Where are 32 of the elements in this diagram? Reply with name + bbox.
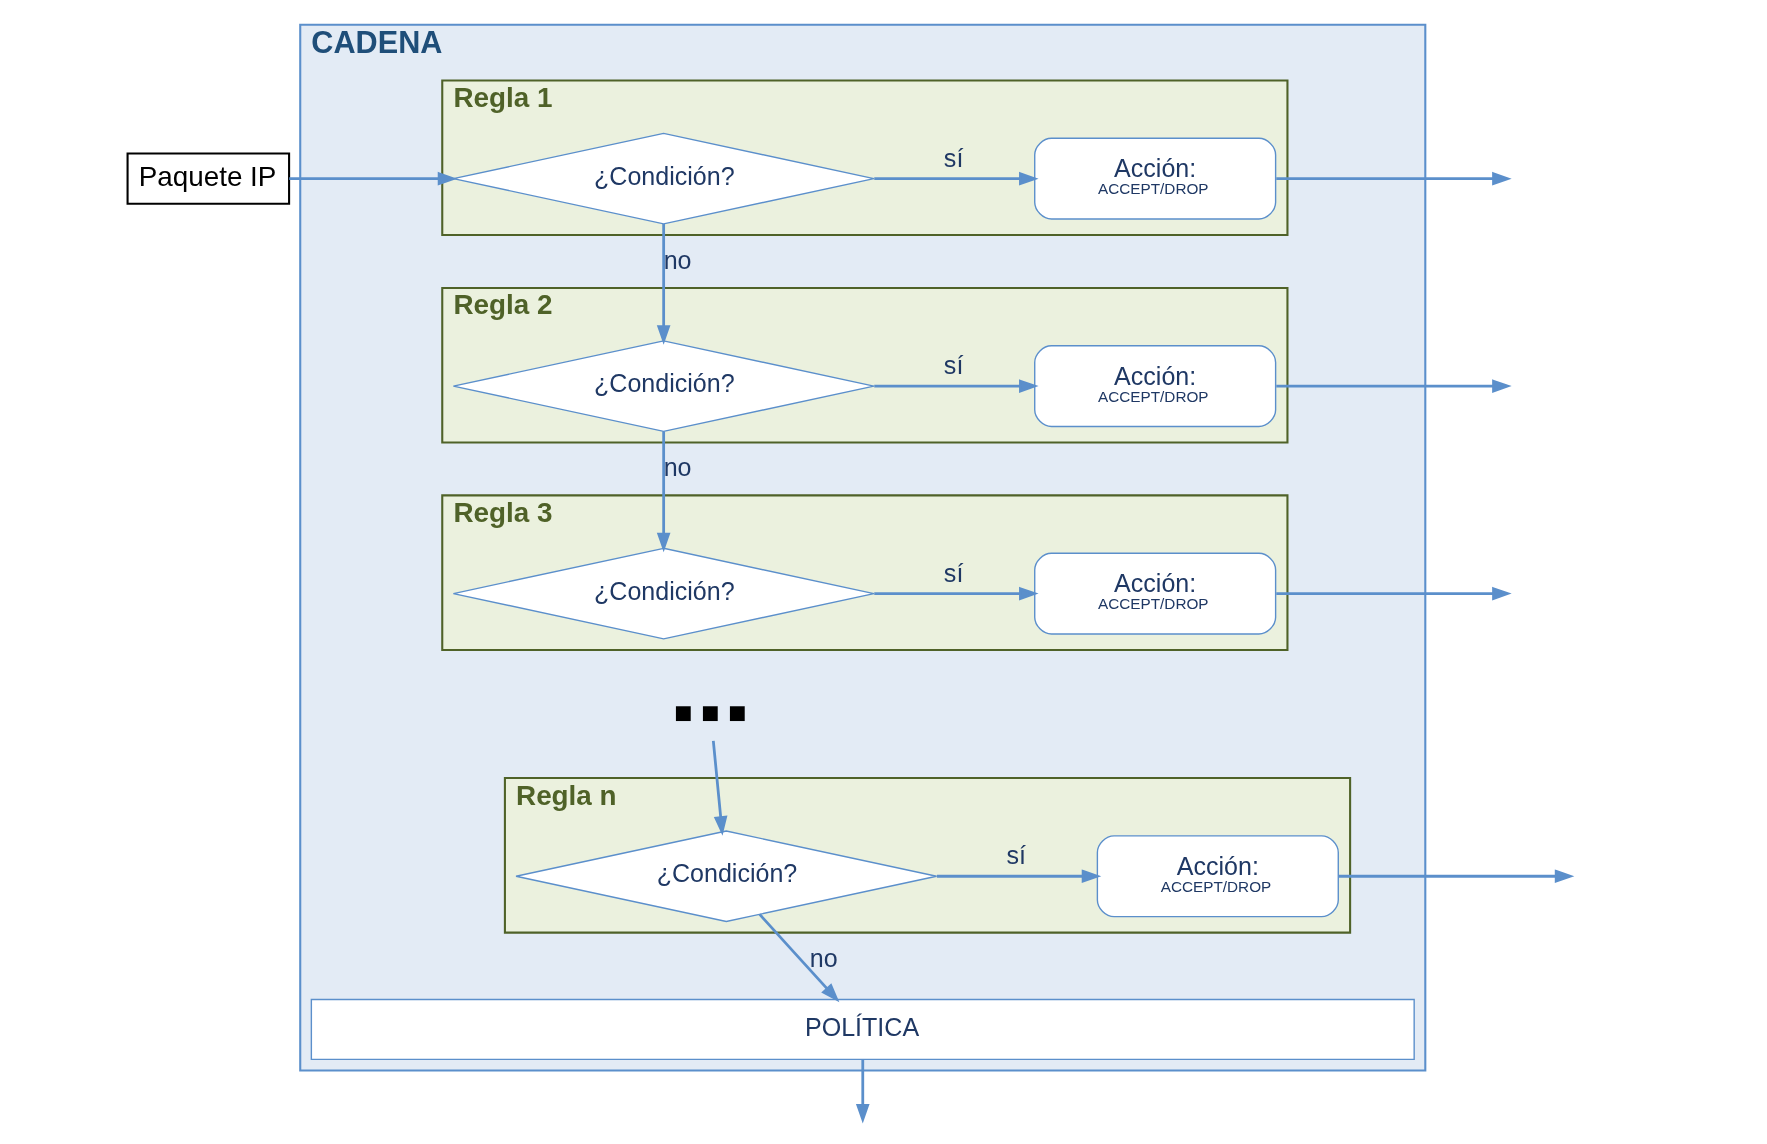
arrow xyxy=(1275,171,1512,186)
node-box: Acción: ACCEPT/DROP xyxy=(1033,345,1276,428)
node-text: ■ ■ ■ xyxy=(673,695,747,730)
node-box: Acción: ACCEPT/DROP xyxy=(1033,137,1276,220)
node-diamond: ¿Condición? xyxy=(452,132,875,225)
arrow xyxy=(758,913,839,1003)
arrow xyxy=(711,740,727,836)
arrow xyxy=(656,223,670,345)
edge-label: sí xyxy=(943,351,963,380)
arrow xyxy=(873,586,1039,601)
node-diamond: ¿Condición? xyxy=(452,547,875,640)
arrow xyxy=(1275,586,1512,601)
node-box: Acción: ACCEPT/DROP xyxy=(1033,552,1276,635)
node-box: POLÍTICA xyxy=(310,998,1415,1061)
node-box: Paquete IP xyxy=(126,152,290,205)
arrow xyxy=(873,171,1039,186)
arrow xyxy=(1275,379,1512,393)
arrow xyxy=(288,171,457,186)
edge-label: sí xyxy=(943,143,963,172)
edge-label: no xyxy=(663,246,692,275)
arrow xyxy=(855,1059,870,1124)
edge-label: sí xyxy=(1006,841,1026,870)
arrow xyxy=(1338,869,1574,884)
node-diamond: ¿Condición? xyxy=(514,830,937,923)
edge-label: sí xyxy=(943,558,963,587)
arrow xyxy=(656,431,670,553)
edge-label: no xyxy=(809,943,838,972)
node-diamond: ¿Condición? xyxy=(452,340,875,433)
edge-label: no xyxy=(663,453,692,482)
node-box: Acción: ACCEPT/DROP xyxy=(1096,835,1339,918)
arrow xyxy=(873,379,1039,393)
arrow xyxy=(936,869,1101,884)
